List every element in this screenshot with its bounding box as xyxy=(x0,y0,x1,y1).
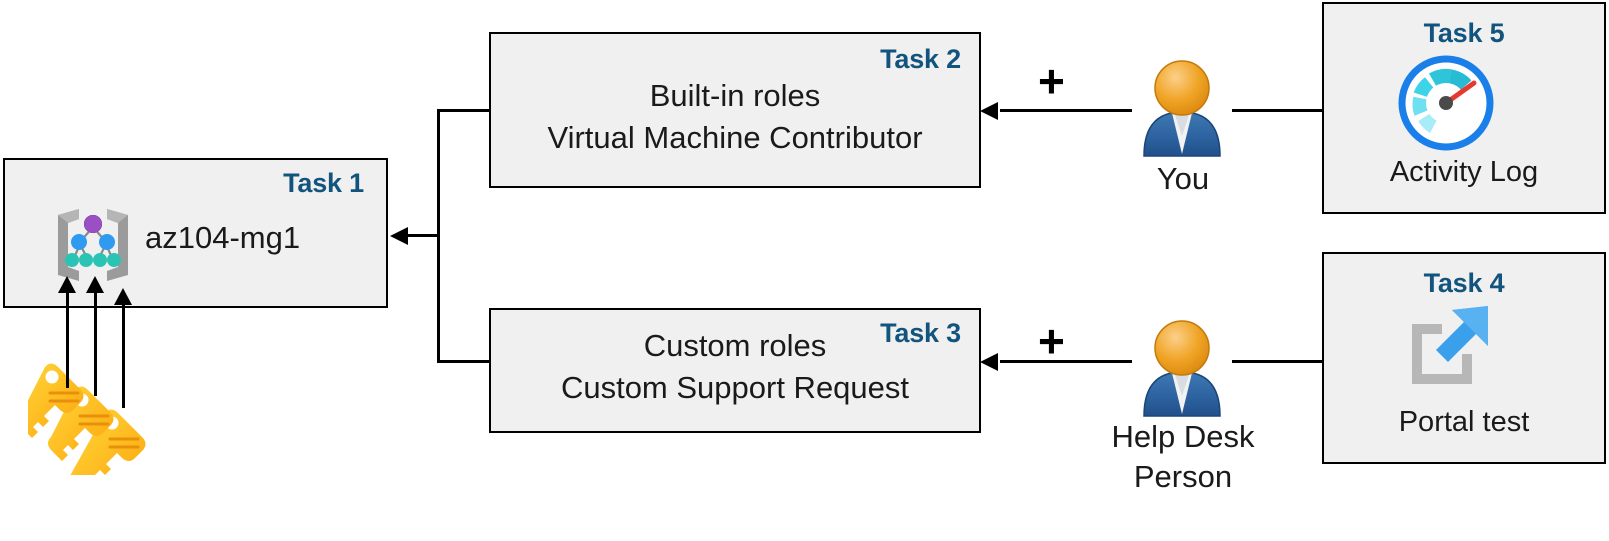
management-group-icon xyxy=(46,197,140,287)
helpdesk-to-task3-arrowhead xyxy=(980,353,998,371)
key-arrow-head-2 xyxy=(86,276,104,293)
task5-label: Task 5 xyxy=(1423,18,1505,48)
plus-sign-bottom: + xyxy=(1038,315,1065,367)
portal-test-external-link-icon xyxy=(1400,300,1496,396)
task2-branch-line xyxy=(437,109,491,112)
key-arrow-head-3 xyxy=(114,288,132,305)
helpdesk-to-task3-line xyxy=(1000,360,1132,363)
you-to-task2-line xyxy=(1000,109,1132,112)
task3-line2: Custom Support Request xyxy=(560,370,910,405)
key-arrow-line-2 xyxy=(94,288,97,396)
task4-text: Portal test xyxy=(1398,406,1530,438)
plus-sign-top: + xyxy=(1038,55,1065,107)
task1-label: Task 1 xyxy=(283,168,364,198)
gauge-icon xyxy=(1398,55,1494,151)
task3-box[interactable]: Task 3 Custom roles Custom Support Reque… xyxy=(489,308,981,433)
help-desk-caption-line2: Person xyxy=(1133,459,1233,494)
task1-inbound-arrowhead xyxy=(390,227,408,245)
you-to-task2-arrowhead xyxy=(980,102,998,120)
help-desk-user-icon xyxy=(1136,318,1228,418)
task2-line2: Virtual Machine Contributor xyxy=(547,120,923,155)
task4-label: Task 4 xyxy=(1423,268,1505,298)
task3-branch-line xyxy=(437,360,491,363)
keys-icon xyxy=(18,345,158,499)
task1-inbound-line xyxy=(408,234,440,237)
task2-line1: Built-in roles xyxy=(649,78,821,113)
you-caption: You xyxy=(1156,161,1210,196)
you-to-task5-line xyxy=(1232,109,1388,112)
task2-label: Task 2 xyxy=(880,44,961,74)
you-user-icon xyxy=(1136,58,1228,158)
task1-text: az104-mg1 xyxy=(145,220,301,255)
task2-box[interactable]: Task 2 Built-in roles Virtual Machine Co… xyxy=(489,32,981,188)
helpdesk-to-task4-line xyxy=(1232,360,1388,363)
key-arrow-line-3 xyxy=(122,300,125,408)
help-desk-caption-line1: Help Desk xyxy=(1111,419,1255,454)
task5-text: Activity Log xyxy=(1389,156,1539,188)
key-arrow-head-1 xyxy=(58,276,76,293)
task3-label: Task 3 xyxy=(880,318,961,348)
task3-line1: Custom roles xyxy=(643,328,827,363)
key-arrow-line-1 xyxy=(66,288,69,388)
